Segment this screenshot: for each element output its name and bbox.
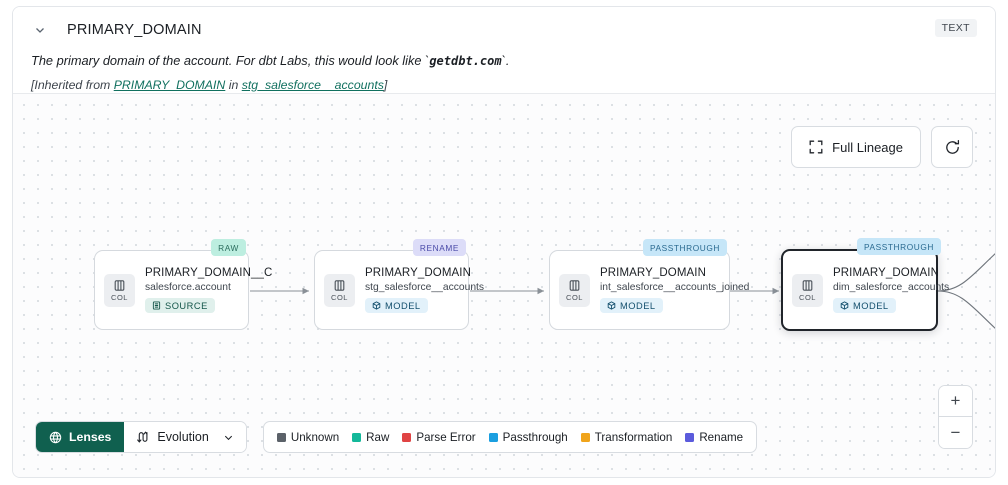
column-icon-label: COL xyxy=(331,292,348,302)
lenses-label: Lenses xyxy=(69,430,112,444)
inherited-model-link[interactable]: stg_salesforce__accounts xyxy=(241,77,384,92)
column-lineage-card: PRIMARY_DOMAIN TEXT The primary domain o… xyxy=(12,6,996,478)
legend-swatch xyxy=(276,432,286,442)
legend-item: Rename xyxy=(685,431,743,444)
legend-item: Parse Error xyxy=(402,430,476,444)
inherited-suffix: ] xyxy=(383,77,388,92)
lineage-canvas[interactable]: Full Lineage xyxy=(13,93,995,477)
lineage-node[interactable]: RENAME COL PRIMARY_DOMAIN stg_salesforce… xyxy=(314,239,485,330)
lenses-button[interactable]: Lenses xyxy=(36,422,125,452)
node-title: PRIMARY_DOMAIN__C xyxy=(145,267,273,279)
node-title: PRIMARY_DOMAIN xyxy=(833,267,939,279)
inherited-mid: in xyxy=(225,77,242,92)
legend-item: Raw xyxy=(352,431,389,444)
evolution-dropdown[interactable]: Evolution xyxy=(124,422,246,452)
node-title: PRIMARY_DOMAIN xyxy=(365,267,471,279)
lens-evolution-group: Lenses Evolution xyxy=(35,421,247,453)
node-kind-badge: MODEL xyxy=(600,298,663,313)
model-icon xyxy=(840,301,849,310)
node-body: PRIMARY_DOMAIN stg_salesforce__accounts … xyxy=(365,267,485,313)
column-icon: COL xyxy=(792,273,823,307)
description-suffix: `. xyxy=(501,53,510,68)
model-icon xyxy=(372,301,381,310)
legend-label: Passthrough xyxy=(502,430,568,444)
legend-label: Raw xyxy=(366,430,390,444)
node-body: PRIMARY_DOMAIN dim_salesforce_accounts M… xyxy=(833,267,950,313)
column-icon-label: COL xyxy=(566,292,583,302)
node-body: PRIMARY_DOMAIN__C salesforce.account SOU… xyxy=(145,267,273,313)
node-kind-label: MODEL xyxy=(620,300,656,311)
node-kind-badge: SOURCE xyxy=(145,298,215,313)
expand-icon xyxy=(809,140,823,154)
evolution-icon xyxy=(135,430,149,444)
chevron-down-icon[interactable] xyxy=(33,23,47,37)
zoom-in-button[interactable]: + xyxy=(939,386,972,417)
chevron-down-icon xyxy=(223,432,234,443)
node-kind-badge: MODEL xyxy=(833,298,896,313)
node-transform-tag: PASSTHROUGH xyxy=(642,239,727,256)
legend-label: Unknown xyxy=(290,430,340,444)
legend-swatch xyxy=(685,432,695,442)
legend-swatch xyxy=(402,432,412,442)
legend-swatch xyxy=(488,432,498,442)
full-lineage-label: Full Lineage xyxy=(832,139,903,155)
zoom-out-button[interactable]: − xyxy=(939,417,972,448)
lens-icon xyxy=(49,431,62,444)
refresh-button[interactable] xyxy=(931,126,973,168)
lineage-node[interactable]: PASSTHROUGH COL PRIMARY_DOMAIN int_sales… xyxy=(549,239,750,330)
node-kind-label: MODEL xyxy=(853,300,889,311)
node-kind-badge: MODEL xyxy=(365,298,428,313)
lineage-node-selected[interactable]: PASSTHROUGH COL PRIMARY_DOMAIN dim_sales… xyxy=(781,238,950,331)
legend-label: Parse Error xyxy=(416,430,476,444)
inherited-column-link[interactable]: PRIMARY_DOMAIN xyxy=(113,77,226,92)
legend-swatch xyxy=(352,432,362,442)
evolution-label: Evolution xyxy=(157,430,209,444)
page-title: PRIMARY_DOMAIN xyxy=(67,22,202,38)
node-transform-tag: RAW xyxy=(211,239,246,256)
column-icon: COL xyxy=(104,273,135,307)
bottom-toolbar: Lenses Evolution xyxy=(35,421,758,453)
refresh-icon xyxy=(944,139,961,156)
legend-item: Passthrough xyxy=(488,430,568,444)
node-title: PRIMARY_DOMAIN xyxy=(600,267,706,279)
node-subtitle: int_salesforce__accounts_joined xyxy=(600,282,750,293)
description-code: getdbt.com xyxy=(429,54,502,68)
lineage-graph: RAW COL PRIMARY_DOMAIN__C salesforce.acc… xyxy=(13,94,995,477)
node-subtitle: salesforce.account xyxy=(145,282,231,293)
zoom-controls: + − xyxy=(938,385,973,449)
legend-swatch xyxy=(580,432,590,442)
lineage-node[interactable]: RAW COL PRIMARY_DOMAIN__C salesforce.acc… xyxy=(94,239,273,330)
legend: Unknown Raw Parse Error Passthrough Tran… xyxy=(262,421,758,453)
legend-item: Transformation xyxy=(580,430,673,444)
canvas-top-controls: Full Lineage xyxy=(791,126,973,168)
full-lineage-button[interactable]: Full Lineage xyxy=(791,126,921,168)
column-icon-label: COL xyxy=(799,292,816,302)
node-subtitle: stg_salesforce__accounts xyxy=(365,282,485,293)
source-icon xyxy=(152,301,161,310)
type-badge: TEXT xyxy=(934,19,977,37)
legend-label: Transformation xyxy=(594,430,673,444)
inherited-from-note: [Inherited from PRIMARY_DOMAIN in stg_sa… xyxy=(31,78,977,92)
node-transform-tag: PASSTHROUGH xyxy=(856,238,941,255)
legend-label: Rename xyxy=(699,430,744,444)
model-icon xyxy=(607,301,616,310)
node-kind-label: MODEL xyxy=(385,300,421,311)
header-title-row: PRIMARY_DOMAIN xyxy=(31,17,977,43)
inherited-prefix: [Inherited from xyxy=(31,77,114,92)
description-prefix: The primary domain of the account. For d… xyxy=(31,53,430,68)
legend-item: Unknown xyxy=(276,430,340,444)
column-icon: COL xyxy=(559,273,590,307)
node-body: PRIMARY_DOMAIN int_salesforce__accounts_… xyxy=(600,267,750,313)
column-icon-label: COL xyxy=(111,292,128,302)
header: PRIMARY_DOMAIN TEXT The primary domain o… xyxy=(13,7,995,92)
column-icon: COL xyxy=(324,273,355,307)
column-description: The primary domain of the account. For d… xyxy=(31,52,977,70)
node-transform-tag: RENAME xyxy=(412,239,466,256)
node-kind-label: SOURCE xyxy=(165,300,208,311)
node-subtitle: dim_salesforce_accounts xyxy=(833,282,950,293)
